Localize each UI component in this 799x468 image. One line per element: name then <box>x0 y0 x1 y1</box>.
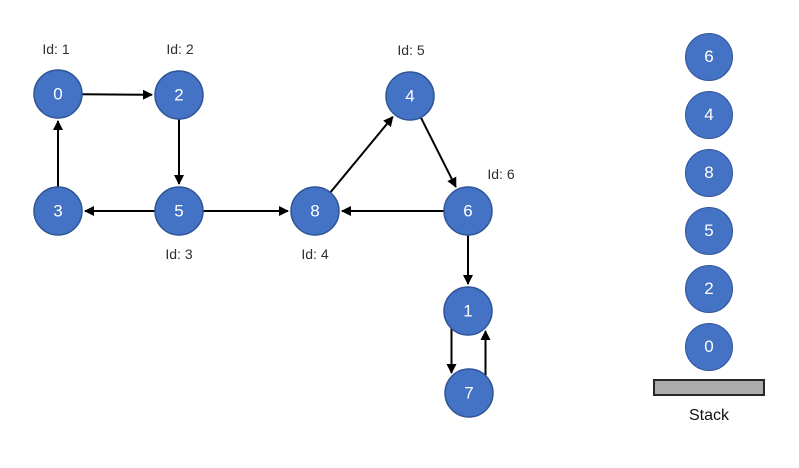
stack-item-0: 0 <box>685 323 733 371</box>
node-id-label-2: Id: 2 <box>166 41 193 57</box>
stack-item-5: 5 <box>685 207 733 255</box>
node-value: 3 <box>53 202 62 221</box>
node-value: 2 <box>174 86 183 105</box>
graph-node-7: 7 <box>444 368 494 418</box>
node-value: 5 <box>174 202 183 221</box>
graph-node-1: 1 <box>443 286 493 336</box>
stack-item-4: 4 <box>685 91 733 139</box>
graph-node-2: 2 <box>154 70 204 120</box>
stack-items: 6 4 8 5 2 0 <box>685 33 733 371</box>
node-value: 1 <box>463 302 472 321</box>
stack-panel: 6 4 8 5 2 0 Stack <box>653 33 765 425</box>
graph-node-4: 4 <box>385 71 435 121</box>
graph-node-0: 0 <box>33 69 83 119</box>
node-id-label-0: Id: 1 <box>42 41 69 57</box>
stack-base <box>653 379 765 396</box>
edge-8-to-4 <box>329 116 394 194</box>
edge-0-to-2 <box>81 89 154 100</box>
stack-label: Stack <box>688 407 729 424</box>
stack-item-8: 8 <box>685 149 733 197</box>
graph-node-8: 8 <box>290 186 340 236</box>
node-value: 8 <box>310 202 319 221</box>
node-id-label-6: Id: 6 <box>487 166 514 182</box>
node-id-label-8: Id: 4 <box>301 246 328 262</box>
graph-node-3: 3 <box>33 186 83 236</box>
graph-node-5: 5 <box>154 186 204 236</box>
node-value: 0 <box>53 85 62 104</box>
node-value: 7 <box>464 384 473 403</box>
edge-4-to-6 <box>419 116 457 188</box>
graph-node-6: 6 <box>443 186 493 236</box>
stack-item-2: 2 <box>685 265 733 313</box>
stack-item-6: 6 <box>685 33 733 81</box>
node-value: 6 <box>463 202 472 221</box>
node-id-label-5: Id: 3 <box>165 246 192 262</box>
node-id-label-4: Id: 5 <box>397 42 424 58</box>
node-value: 4 <box>405 87 414 106</box>
